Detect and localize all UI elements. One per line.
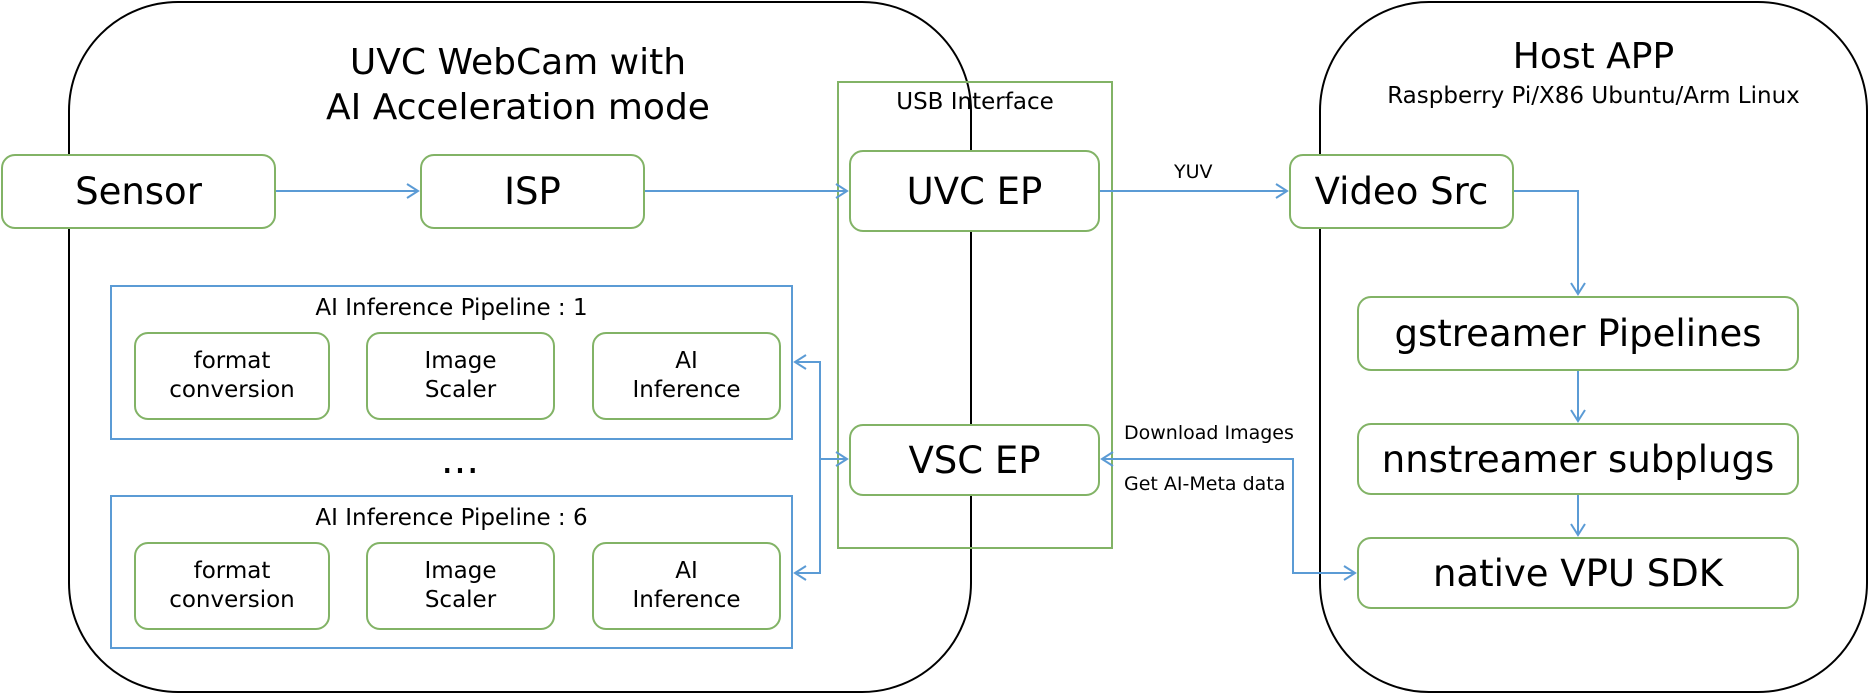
- arrowhead-video-src: [1275, 183, 1289, 199]
- pipeline-1-format-line1: format: [193, 348, 271, 374]
- pipeline-1-title: AI Inference Pipeline : 1: [315, 295, 588, 321]
- vsc-ep-box[interactable]: VSC EP: [849, 424, 1100, 496]
- sensor-box[interactable]: Sensor: [1, 154, 276, 229]
- host-app-subtitle: Raspberry Pi/X86 Ubuntu/Arm Linux: [1387, 83, 1800, 109]
- isp-box[interactable]: ISP: [420, 154, 645, 229]
- nnstreamer-subplugs-label: nnstreamer subplugs: [1381, 437, 1775, 481]
- pipeline-6-format-line1: format: [193, 558, 271, 584]
- pipeline-6-infer-line2: Inference: [632, 587, 741, 613]
- pipeline-1-infer-line2: Inference: [632, 377, 741, 403]
- pipeline-6-infer-line1: AI: [675, 558, 698, 584]
- uvc-ep-label: UVC EP: [906, 169, 1043, 213]
- host-app-title: Host APP: [1512, 36, 1675, 77]
- native-vpu-sdk-box[interactable]: native VPU SDK: [1357, 537, 1799, 609]
- pipeline-1-ai-inference[interactable]: AI Inference: [592, 332, 781, 420]
- pipeline-6-scaler-line1: Image: [424, 558, 497, 584]
- webcam-title-line1: UVC WebCam with: [349, 42, 687, 83]
- usb-interface-box: [837, 81, 1113, 549]
- host-app-frame: [1319, 1, 1868, 693]
- nnstreamer-subplugs-box[interactable]: nnstreamer subplugs: [1357, 423, 1799, 495]
- video-src-label: Video Src: [1314, 170, 1489, 213]
- sensor-label: Sensor: [75, 170, 202, 213]
- uvc-ep-box[interactable]: UVC EP: [849, 150, 1100, 232]
- video-src-box[interactable]: Video Src: [1289, 154, 1514, 229]
- usb-interface-title: USB Interface: [896, 89, 1054, 115]
- pipeline-1-infer-line1: AI: [675, 348, 698, 374]
- pipeline-6-ai-inference[interactable]: AI Inference: [592, 542, 781, 630]
- webcam-title-line2: AI Acceleration mode: [326, 87, 710, 128]
- webcam-title: UVC WebCam with AI Acceleration mode: [268, 40, 768, 130]
- pipeline-6-image-scaler[interactable]: Image Scaler: [366, 542, 555, 630]
- pipeline-ellipsis: ...: [440, 437, 480, 483]
- gstreamer-pipelines-box[interactable]: gstreamer Pipelines: [1357, 296, 1799, 371]
- yuv-label: YUV: [1174, 161, 1213, 183]
- pipeline-1-image-scaler[interactable]: Image Scaler: [366, 332, 555, 420]
- gstreamer-pipelines-label: gstreamer Pipelines: [1394, 312, 1762, 355]
- pipeline-6-format-line2: conversion: [169, 587, 295, 613]
- isp-label: ISP: [504, 170, 561, 213]
- get-ai-meta-label: Get AI-Meta data: [1124, 473, 1286, 495]
- pipeline-1-scaler-line2: Scaler: [424, 377, 497, 403]
- pipeline-1-format-conversion[interactable]: format conversion: [134, 332, 330, 420]
- download-images-label: Download Images: [1124, 422, 1294, 444]
- native-vpu-sdk-label: native VPU SDK: [1432, 551, 1724, 595]
- webcam-frame: [68, 1, 972, 693]
- pipeline-1-format-line2: conversion: [169, 377, 295, 403]
- pipeline-6-format-conversion[interactable]: format conversion: [134, 542, 330, 630]
- vsc-ep-label: VSC EP: [908, 438, 1041, 482]
- pipeline-1-scaler-line1: Image: [424, 348, 497, 374]
- pipeline-6-scaler-line2: Scaler: [424, 587, 497, 613]
- pipeline-6-title: AI Inference Pipeline : 6: [315, 505, 588, 531]
